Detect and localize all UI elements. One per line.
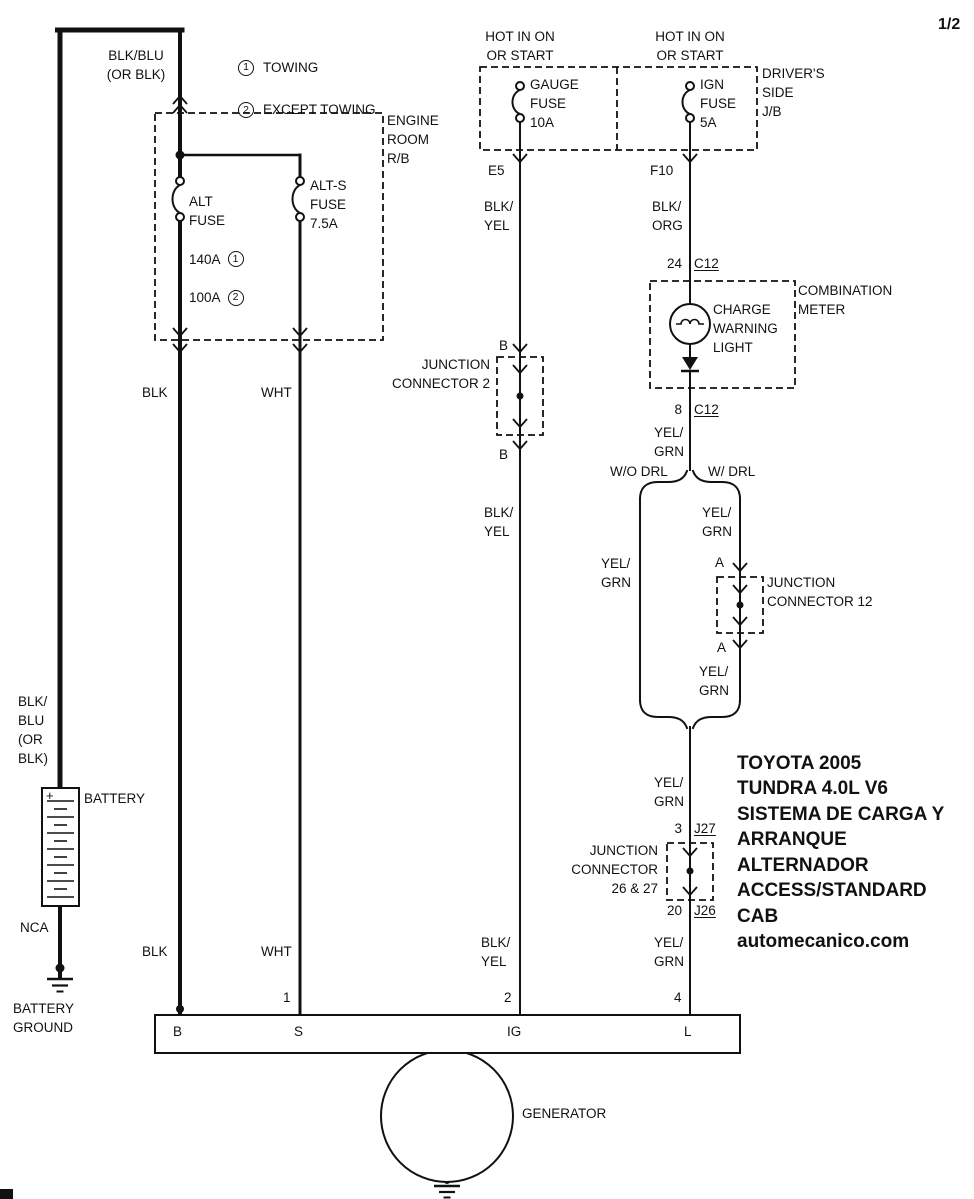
wire-label-blk-mid: BLK <box>142 385 168 400</box>
alt-fuse-rating1: 140A <box>189 251 221 267</box>
dashed-boxes <box>154 66 796 901</box>
gauge-fuse-label: GAUGE FUSE 10A <box>530 77 579 131</box>
circled-number-1-icon: 1 <box>227 251 244 268</box>
alt-fuse-rating2: 100A <box>189 289 221 305</box>
wire-label-blk-yel-upper: BLK/ YEL <box>484 199 514 234</box>
legend-towing-label: TOWING <box>263 60 319 76</box>
junction-connector-12-label: JUNCTION CONNECTOR 12 <box>767 575 873 610</box>
charge-warning-light-symbol <box>669 303 711 345</box>
battery-symbol <box>41 787 80 907</box>
combination-meter-label: COMBINATION METER <box>798 283 893 318</box>
title-block: TOYOTA 2005 TUNDRA 4.0L V6 SISTEMA DE CA… <box>737 753 945 953</box>
wire-label-blk-blu-left: BLK/ BLU (OR BLK) <box>18 694 49 767</box>
alt-fuse-label: ALT FUSE 140A 1 100A 2 <box>189 173 244 326</box>
junction-connector-2-label: JUNCTION CONNECTOR 2 <box>391 357 490 392</box>
charge-warning-light-label: CHARGE WARNING LIGHT <box>713 302 778 356</box>
wire-label-blk-org: BLK/ ORG <box>652 199 683 234</box>
junction-connector-12-box <box>716 576 764 634</box>
ign-fuse-label: IGN FUSE 5A <box>700 77 737 131</box>
wire-label-yel-grn-left: YEL/ GRN <box>601 556 631 591</box>
battery-label: BATTERY <box>84 791 146 806</box>
wire-label-blk-blu-top: BLK/BLU (OR BLK) <box>106 48 166 83</box>
pin-8-label: 8 <box>674 402 682 417</box>
hot-in-on-right-label: HOT IN ON OR START <box>655 29 725 64</box>
drivers-side-jb-box <box>479 66 758 151</box>
pin-f10-label: F10 <box>650 163 674 178</box>
jc12-pin-a-top-label: A <box>715 555 725 570</box>
wire-label-yel-grn-3: YEL/ GRN <box>654 935 684 970</box>
alt-fuse-rating-towing: 140A 1 <box>189 250 244 269</box>
generator-terminal-ig-label: IG <box>507 1024 522 1039</box>
junction-connector-26-27-box <box>666 842 714 901</box>
legend-item-except-towing: 2 EXCEPT TOWING <box>238 100 376 119</box>
jc12-pin-a-bottom-label: A <box>717 640 727 655</box>
connector-j27-label: J27 <box>694 821 716 836</box>
generator-pin-1-label: 1 <box>283 990 291 1005</box>
legend-item-towing: 1 TOWING <box>238 58 376 77</box>
branch-w-drl-label: W/ DRL <box>708 464 756 479</box>
corner-mark <box>0 1189 13 1199</box>
page-indicator: 1/2 <box>938 16 961 33</box>
ign-fuse-symbol <box>681 81 695 123</box>
nca-label: NCA <box>20 920 49 935</box>
generator-pin-4-label: 4 <box>674 990 682 1005</box>
pin-3-label: 3 <box>674 821 682 836</box>
connector-c12-top-label: C12 <box>694 256 719 271</box>
connector-c12-bottom-label: C12 <box>694 402 719 417</box>
jc2-pin-b-top-label: B <box>499 338 509 353</box>
circled-number-1-icon: 1 <box>238 59 254 76</box>
battery-ground-icon <box>47 977 73 993</box>
junction-connector-2-box <box>496 356 544 436</box>
pin-20-label: 20 <box>666 903 682 918</box>
connector-j26-label: J26 <box>694 903 716 918</box>
generator-pin-2-label: 2 <box>504 990 512 1005</box>
generator-terminal-l-label: L <box>684 1024 692 1039</box>
alt-s-fuse-symbol <box>291 176 305 222</box>
wire-label-yel-grn-2: YEL/ GRN <box>654 775 684 810</box>
wire-label-wht-mid: WHT <box>261 385 292 400</box>
junction-connector-26-27-label: JUNCTION CONNECTOR 26 & 27 <box>571 843 658 897</box>
generator-symbol <box>154 1014 741 1183</box>
alt-s-fuse-label: ALT-S FUSE 7.5A <box>310 178 347 232</box>
generator-terminal-s-label: S <box>294 1024 304 1039</box>
wire-label-blk-yel-mid: BLK/ YEL <box>484 505 514 540</box>
generator-terminal-b-label: B <box>173 1024 183 1039</box>
battery-plus-sign: + <box>46 788 54 803</box>
wire-label-wht-lower: WHT <box>261 944 292 959</box>
wire-label-yel-grn-1: YEL/ GRN <box>654 425 684 460</box>
generator-ground-icon <box>434 1184 460 1199</box>
diode-icon <box>681 357 699 373</box>
combination-meter-box <box>649 280 796 389</box>
drivers-side-jb-label: DRIVER'S SIDE J/B <box>762 66 825 120</box>
wire-label-blk-yel-lower: BLK/ YEL <box>481 935 511 970</box>
gauge-fuse-symbol <box>511 81 525 123</box>
legend: 1 TOWING 2 EXCEPT TOWING <box>238 39 376 143</box>
battery-ground-label: BATTERY GROUND <box>13 1001 75 1036</box>
junction-dots <box>55 150 744 1184</box>
engine-room-rb-box <box>154 112 384 341</box>
wire-label-yel-grn-right-lower: YEL/ GRN <box>699 664 729 699</box>
circled-number-2-icon: 2 <box>238 102 254 119</box>
pin-24-label: 24 <box>666 256 682 271</box>
hot-in-on-left-label: HOT IN ON OR START <box>485 29 555 64</box>
legend-except-towing-label: EXCEPT TOWING <box>263 102 376 118</box>
generator-label: GENERATOR <box>522 1106 607 1121</box>
wire-label-blk-lower: BLK <box>142 944 168 959</box>
alt-fuse-symbol <box>171 176 185 222</box>
circled-number-2-icon: 2 <box>227 289 244 306</box>
pin-e5-label: E5 <box>488 163 505 178</box>
wire-label-yel-grn-right-upper: YEL/ GRN <box>702 505 732 540</box>
jc2-pin-b-bottom-label: B <box>499 447 509 462</box>
branch-wo-drl-label: W/O DRL <box>610 464 668 479</box>
connector-chevron-icons <box>172 94 748 897</box>
engine-room-rb-label: ENGINE ROOM R/B <box>387 113 439 167</box>
alt-fuse-rating-except-towing: 100A 2 <box>189 288 244 307</box>
alt-fuse-name: ALT FUSE <box>189 194 226 229</box>
